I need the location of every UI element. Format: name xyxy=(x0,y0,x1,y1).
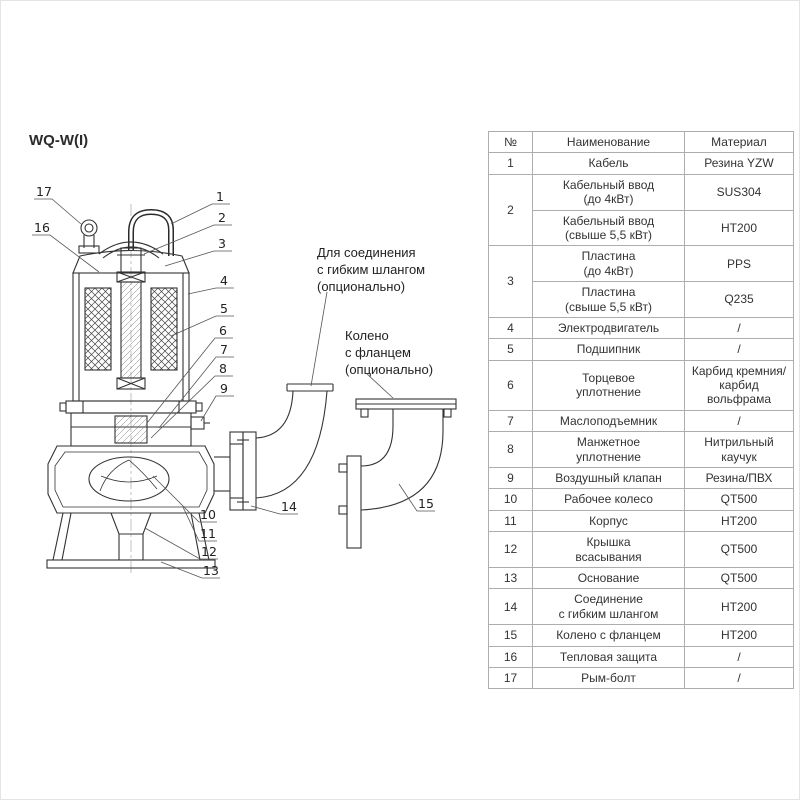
callout-5: 5 xyxy=(220,301,228,316)
callout-11: 11 xyxy=(200,526,216,541)
volute-casing xyxy=(47,445,215,514)
parts-table: № Наименование Материал 1 Кабель Резина … xyxy=(488,130,794,690)
table-row: 3 Пластина (до 4кВт) PPS xyxy=(488,245,794,318)
top-cap xyxy=(72,249,190,274)
power-cable xyxy=(128,208,174,256)
callout-8: 8 xyxy=(219,361,227,376)
callout-9: 9 xyxy=(220,381,228,396)
callout-17: 17 xyxy=(36,184,52,199)
eye-bolt xyxy=(80,219,98,237)
table-row: 4 Электродвигатель / xyxy=(488,316,794,340)
flanged-elbow xyxy=(338,398,457,549)
hose-connection-elbow xyxy=(237,383,334,511)
bearing-bottom xyxy=(116,377,146,390)
table-row: 10 Рабочее колесо QT500 xyxy=(488,488,794,511)
table-row: Кабельный ввод (свыше 5,5 кВт) HT200 xyxy=(489,209,794,247)
callout-4: 4 xyxy=(220,273,228,288)
callout-6: 6 xyxy=(219,323,227,338)
base-legs xyxy=(52,512,210,561)
impeller xyxy=(88,456,170,502)
table-row: 15 Колено с фланцем HT200 xyxy=(488,624,794,647)
callout-14: 14 xyxy=(281,499,297,514)
table-row: 8 Манжетное уплотнение Нитрильный каучук xyxy=(488,431,794,469)
callout-leaders xyxy=(32,198,435,579)
table-row: Пластина (свыше 5,5 кВт) Q235 xyxy=(489,281,794,318)
col-header-material: Материал xyxy=(684,130,794,154)
col-header-name: Наименование xyxy=(532,130,685,154)
callout-16: 16 xyxy=(34,220,50,235)
table-row: 11 Корпус HT200 xyxy=(488,509,794,533)
suction-inlet xyxy=(110,512,152,535)
callout-3: 3 xyxy=(218,236,226,251)
base-plate xyxy=(46,559,216,569)
callout-7: 7 xyxy=(220,342,228,357)
pump-technical-drawing: 17 16 1 2 3 4 5 6 7 8 9 10 11 12 13 14 1… xyxy=(32,184,457,579)
callout-12: 12 xyxy=(201,544,217,559)
annotation-flex-hose: Для соединения с гибким шлангом (опциона… xyxy=(317,245,426,294)
handle xyxy=(98,241,164,255)
table-row: 5 Подшипник / xyxy=(488,338,794,361)
table-row: 7 Маслоподъемник / xyxy=(488,409,794,433)
table-row: 2 Кабельный ввод (до 4кВт) SUS304 xyxy=(488,173,794,247)
rotor xyxy=(120,281,142,379)
pump-body xyxy=(46,204,244,576)
callout-15: 15 xyxy=(418,496,434,511)
annotation-leader-elbow xyxy=(366,373,394,399)
table-row: 16 Тепловая защита / xyxy=(488,645,794,668)
bearing-top xyxy=(116,271,146,283)
table-header-row: № Наименование Материал xyxy=(488,130,794,154)
stator-right xyxy=(150,287,178,371)
table-row: 9 Воздушный клапан Резина/ПВХ xyxy=(488,467,794,490)
table-row: 17 Рым-болт / xyxy=(488,666,794,690)
stator-left xyxy=(84,287,112,371)
callout-1: 1 xyxy=(216,189,224,204)
callout-10: 10 xyxy=(200,507,216,522)
table-row: 13 Основание QT500 xyxy=(488,566,794,590)
annotation-leader-hose xyxy=(310,291,328,387)
callout-2: 2 xyxy=(218,210,226,225)
col-header-num: № xyxy=(488,130,533,154)
table-row: 6 Торцевое уплотнение Карбид кремния/ ка… xyxy=(488,359,794,411)
mechanical-seal xyxy=(114,415,148,444)
model-title: WQ-W(I) xyxy=(29,132,89,149)
annotation-flanged-elbow: Колено с фланцем (опционально) xyxy=(345,328,434,377)
table-row: 12 Крышка всасывания QT500 xyxy=(488,531,794,568)
table-row: 14 Соединение с гибким шлангом HT200 xyxy=(488,588,794,626)
callout-numbers: 17 16 1 2 3 4 5 6 7 8 9 10 11 12 13 14 1… xyxy=(34,184,434,578)
table-row: 1 Кабель Резина YZW xyxy=(488,152,794,175)
callout-13: 13 xyxy=(203,563,219,578)
